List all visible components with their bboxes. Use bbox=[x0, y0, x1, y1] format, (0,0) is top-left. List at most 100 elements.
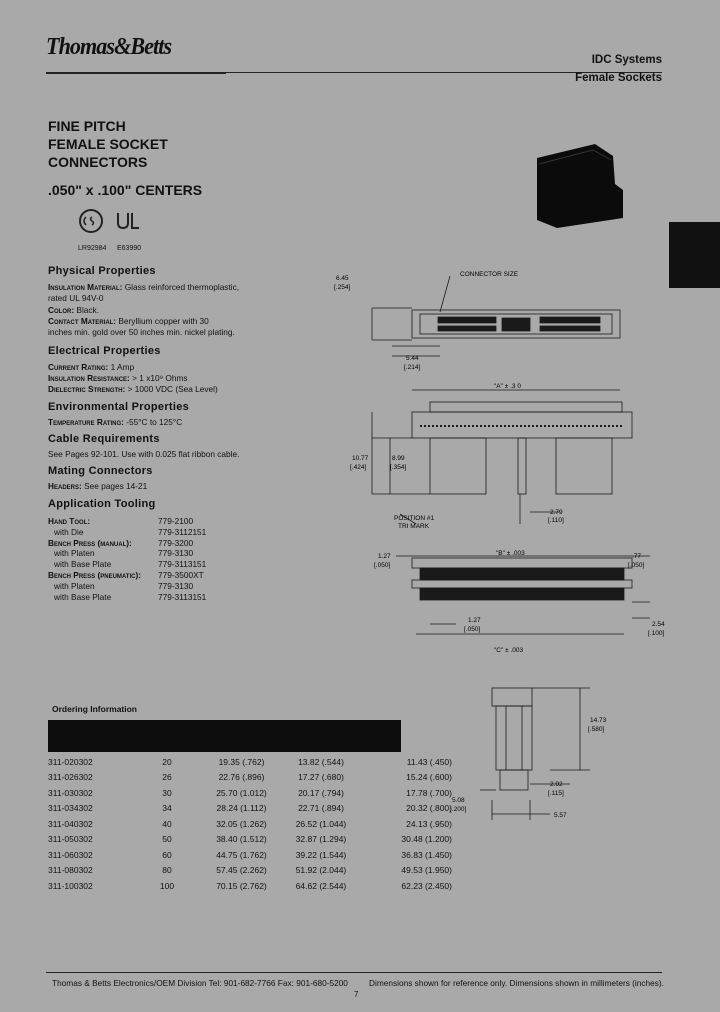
cell-a: 32.05 (1.262) bbox=[216, 818, 267, 829]
cell-c: 11.43 (.450) bbox=[406, 756, 452, 767]
dim-d6: 1.27 bbox=[378, 553, 391, 560]
cell-b: 13.82 (.544) bbox=[298, 756, 344, 767]
dim-d11: 2.92 bbox=[550, 781, 563, 788]
cell-pos: 50 bbox=[162, 834, 172, 845]
dim-a: "A" ± .3 0 bbox=[494, 383, 521, 390]
dim-d8: 2.54 bbox=[652, 621, 665, 628]
dim-d5i: [.110] bbox=[548, 517, 564, 524]
dim-d1i: [.254] bbox=[334, 284, 350, 291]
tooling-label: with Platen bbox=[54, 548, 95, 559]
tooling-value: 779-3200 bbox=[158, 537, 194, 548]
color-value: Black. bbox=[76, 305, 99, 315]
ul-file-number: E63990 bbox=[117, 245, 142, 252]
cell-a: 44.75 (1.762) bbox=[216, 849, 267, 860]
mating-heading: Mating Connectors bbox=[48, 465, 153, 477]
cell-c: 20.32 (.800) bbox=[406, 803, 452, 814]
product-title-line-2: FEMALE SOCKET bbox=[48, 136, 168, 152]
dim-d4: 8.99 bbox=[392, 455, 405, 462]
dielectric-value: > 1000 VDC (Sea Level) bbox=[127, 384, 218, 394]
contact-plating: inches min. gold over 50 inches min. nic… bbox=[48, 327, 235, 337]
footer-contact: Thomas & Betts Electronics/OEM Division … bbox=[52, 978, 348, 988]
tooling-value: 779-3130 bbox=[158, 548, 194, 559]
tooling-label: with Base Plate bbox=[54, 591, 112, 602]
tooling-label: Bench Press (manual): bbox=[48, 537, 132, 548]
dim-d10i: [.580] bbox=[588, 726, 604, 733]
tooling-value: 779-3130 bbox=[158, 580, 194, 591]
ordering-heading: Ordering Information bbox=[52, 704, 137, 714]
insres-label: Insulation Resistance: bbox=[48, 373, 130, 383]
cell-c: 17.78 (.700) bbox=[406, 787, 452, 798]
tooling-label: with Die bbox=[54, 526, 84, 537]
company-logo: Thomas&Betts bbox=[46, 34, 172, 60]
cell-b: 32.87 (1.294) bbox=[295, 834, 347, 845]
tooling-heading: Application Tooling bbox=[48, 498, 156, 510]
header-rule bbox=[46, 72, 662, 73]
cell-pn: 311-020302 bbox=[48, 756, 93, 767]
tooling-label: with Base Plate bbox=[54, 559, 112, 570]
dim-d8i: [.100] bbox=[648, 630, 664, 637]
contact-line: Contact Material: Beryllium copper with … bbox=[48, 316, 209, 326]
dim-d11i: [.115] bbox=[548, 790, 564, 797]
cell-b: 51.92 (2.044) bbox=[295, 865, 347, 876]
cell-a: 57.45 (2.262) bbox=[216, 865, 267, 876]
insres-value: > 1 x10⁹ Ohms bbox=[132, 373, 188, 383]
tooling-value: 779-2100 bbox=[158, 516, 194, 526]
dielectric-label: Dielectric Strength: bbox=[48, 384, 126, 394]
tooling-value: 779-3113151 bbox=[158, 559, 207, 570]
dim-d3i: [.424] bbox=[350, 464, 366, 471]
cell-pn: 311-030302 bbox=[48, 787, 93, 798]
cell-pos: 30 bbox=[162, 787, 172, 798]
subcategory-label: Female Sockets bbox=[575, 72, 662, 84]
dim-d1: 6.45 bbox=[336, 275, 349, 282]
contact-label: Contact Material: bbox=[48, 316, 117, 326]
dim-c: "C" ± .003 bbox=[494, 647, 524, 654]
tooling-value: 779-3113151 bbox=[158, 591, 207, 602]
insulation-rating: rated UL 94V-0 bbox=[48, 293, 104, 303]
ul-mark-icon bbox=[117, 213, 139, 230]
cell-c: 49.53 (1.950) bbox=[401, 865, 452, 876]
cell-pos: 40 bbox=[162, 818, 172, 829]
csa-file-number: LR92984 bbox=[78, 245, 107, 252]
cable-text: See Pages 92-101. Use with 0.025 flat ri… bbox=[48, 449, 240, 459]
cell-pos: 20 bbox=[162, 756, 172, 767]
cell-c: 36.83 (1.450) bbox=[401, 849, 452, 860]
cell-c: 62.23 (2.450) bbox=[401, 880, 452, 891]
cell-a: 25.70 (1.012) bbox=[216, 787, 267, 798]
cell-c: 30.48 (1.200) bbox=[401, 834, 452, 845]
cell-pn: 311-040302 bbox=[48, 818, 93, 829]
contact-text: Beryllium copper with 30 bbox=[118, 316, 209, 326]
technical-drawing: CONNECTOR SIZE 6.45 [.254] 5.44 [.214] "… bbox=[334, 271, 665, 654]
cell-b: 64.62 (2.544) bbox=[295, 880, 347, 891]
current-label: Current Rating: bbox=[48, 362, 109, 372]
dim-d9: 1.27 bbox=[468, 617, 481, 624]
tooling-label: with Platen bbox=[54, 580, 95, 591]
cell-a: 22.76 (.896) bbox=[218, 772, 265, 783]
dielectric-line: Dielectric Strength: > 1000 VDC (Sea Lev… bbox=[48, 384, 218, 394]
cell-pn: 311-100302 bbox=[48, 880, 93, 891]
cable-heading: Cable Requirements bbox=[48, 433, 160, 445]
tooling-label: Hand Tool: bbox=[48, 516, 91, 526]
product-title-line-1: FINE PITCH bbox=[48, 118, 126, 134]
connector-photo bbox=[537, 144, 623, 228]
page-number: 7 bbox=[354, 990, 359, 999]
insres-line: Insulation Resistance: > 1 x10⁹ Ohms bbox=[48, 373, 188, 383]
dim-d6i: [.050] bbox=[374, 562, 390, 569]
dim-b: "B" ± .003 bbox=[496, 550, 525, 557]
dim-d7: .77 bbox=[632, 553, 641, 560]
color-label: Color: bbox=[48, 305, 75, 315]
cell-c: 24.13 (.950) bbox=[406, 818, 452, 829]
physical-heading: Physical Properties bbox=[48, 265, 156, 277]
category-label: IDC Systems bbox=[591, 54, 662, 66]
dim-d2: 5.44 bbox=[406, 355, 419, 362]
dim-d4i: [.354] bbox=[390, 464, 406, 471]
temperature-value: -55°C to 125°C bbox=[126, 417, 183, 427]
mating-value: See pages 14-21 bbox=[84, 481, 148, 491]
cell-a: 70.15 (2.762) bbox=[216, 880, 267, 891]
